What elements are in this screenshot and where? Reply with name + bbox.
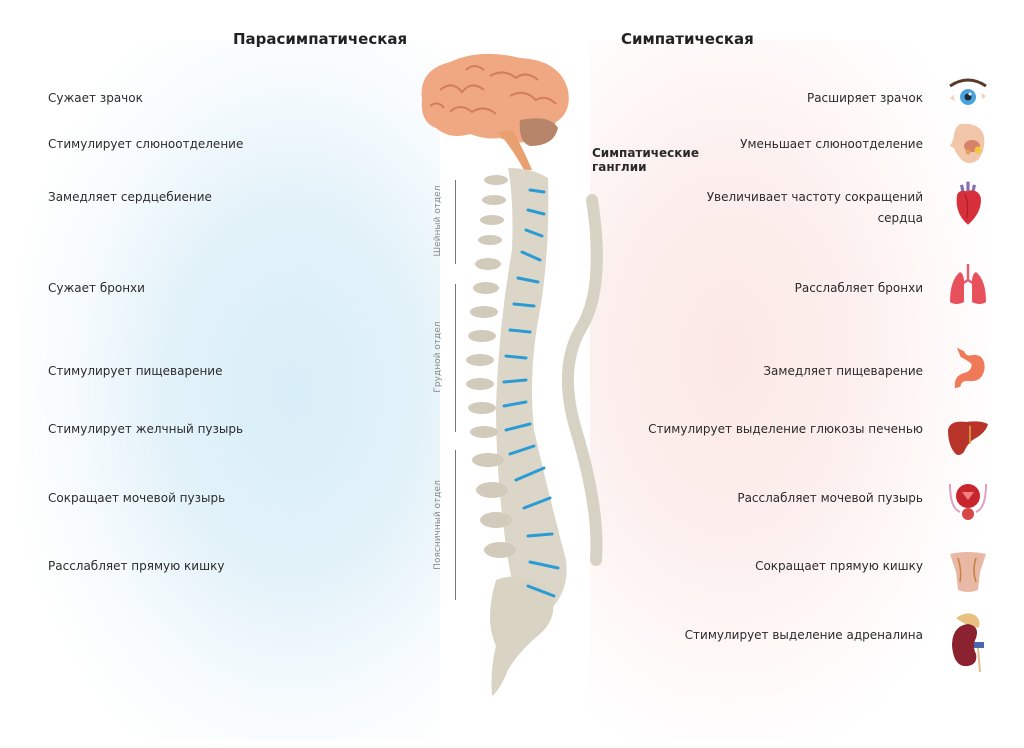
stomach-icon [954, 347, 985, 389]
lumbar-section-line [455, 450, 456, 600]
parasympathetic-background [20, 40, 440, 740]
lungs-icon [950, 264, 986, 304]
liver-icon [948, 421, 988, 455]
brain-icon [421, 53, 569, 170]
thoracic-section-label: Грудной отдел [433, 321, 443, 393]
sympathetic-effect-continued: сердца [877, 211, 923, 225]
parasympathetic-effect: Сокращает мочевой пузырь [48, 491, 226, 505]
parasympathetic-effect: Расслабляет прямую кишку [48, 559, 225, 573]
sympathetic-effect: Увеличивает частоту сокращений [706, 190, 923, 204]
sympathetic-effect: Стимулирует выделение глюкозы печенью [648, 422, 923, 436]
parasympathetic-effect: Стимулирует желчный пузырь [48, 422, 244, 436]
bladder-icon [949, 483, 987, 520]
sympathetic-heading: Симпатическая [621, 30, 754, 48]
sympathetic-effect: Уменьшает слюноотделение [740, 137, 923, 151]
ganglia-label-line1: Симпатические [592, 146, 699, 160]
thoracic-section-line [455, 284, 456, 432]
intervertebral-discs [502, 188, 560, 598]
cervical-section-label: Шейный отдел [433, 185, 443, 257]
sympathetic-effect: Замедляет пищеварение [763, 364, 923, 378]
sympathetic-effect: Стимулирует выделение адреналина [684, 628, 923, 642]
sympathetic-effect: Расслабляет мочевой пузырь [737, 491, 923, 505]
parasympathetic-effect: Стимулирует пищеварение [48, 364, 223, 378]
sympathetic-background [590, 40, 990, 740]
parasympathetic-heading: Парасимпатическая [233, 30, 408, 48]
sympathetic-effect: Расслабляет бронхи [794, 281, 923, 295]
cervical-section-line [455, 180, 456, 264]
spine-icon [466, 168, 567, 696]
ganglia-label-line2: ганглии [592, 160, 647, 174]
rectum-icon [950, 552, 986, 592]
parasympathetic-effect: Замедляет сердцебиение [48, 190, 212, 204]
sympathetic-effect: Расширяет зрачок [806, 91, 923, 105]
sympathetic-chain [561, 194, 603, 566]
salivary-gland-icon [950, 123, 985, 163]
heart-icon [956, 181, 981, 225]
sympathetic-effect: Сокращает прямую кишку [755, 559, 923, 573]
parasympathetic-effect: Сужает зрачок [48, 91, 143, 105]
brain-spine-illustration [421, 53, 603, 696]
eye-icon [949, 78, 987, 107]
parasympathetic-effect: Стимулирует слюноотделение [48, 137, 244, 151]
kidney-adrenal-icon [952, 613, 984, 673]
sympathetic-ganglia-label: Симпатические ганглии [592, 146, 699, 174]
lumbar-section-label: Поясничный отдел [433, 480, 443, 570]
parasympathetic-effect: Сужает бронхи [48, 281, 145, 295]
